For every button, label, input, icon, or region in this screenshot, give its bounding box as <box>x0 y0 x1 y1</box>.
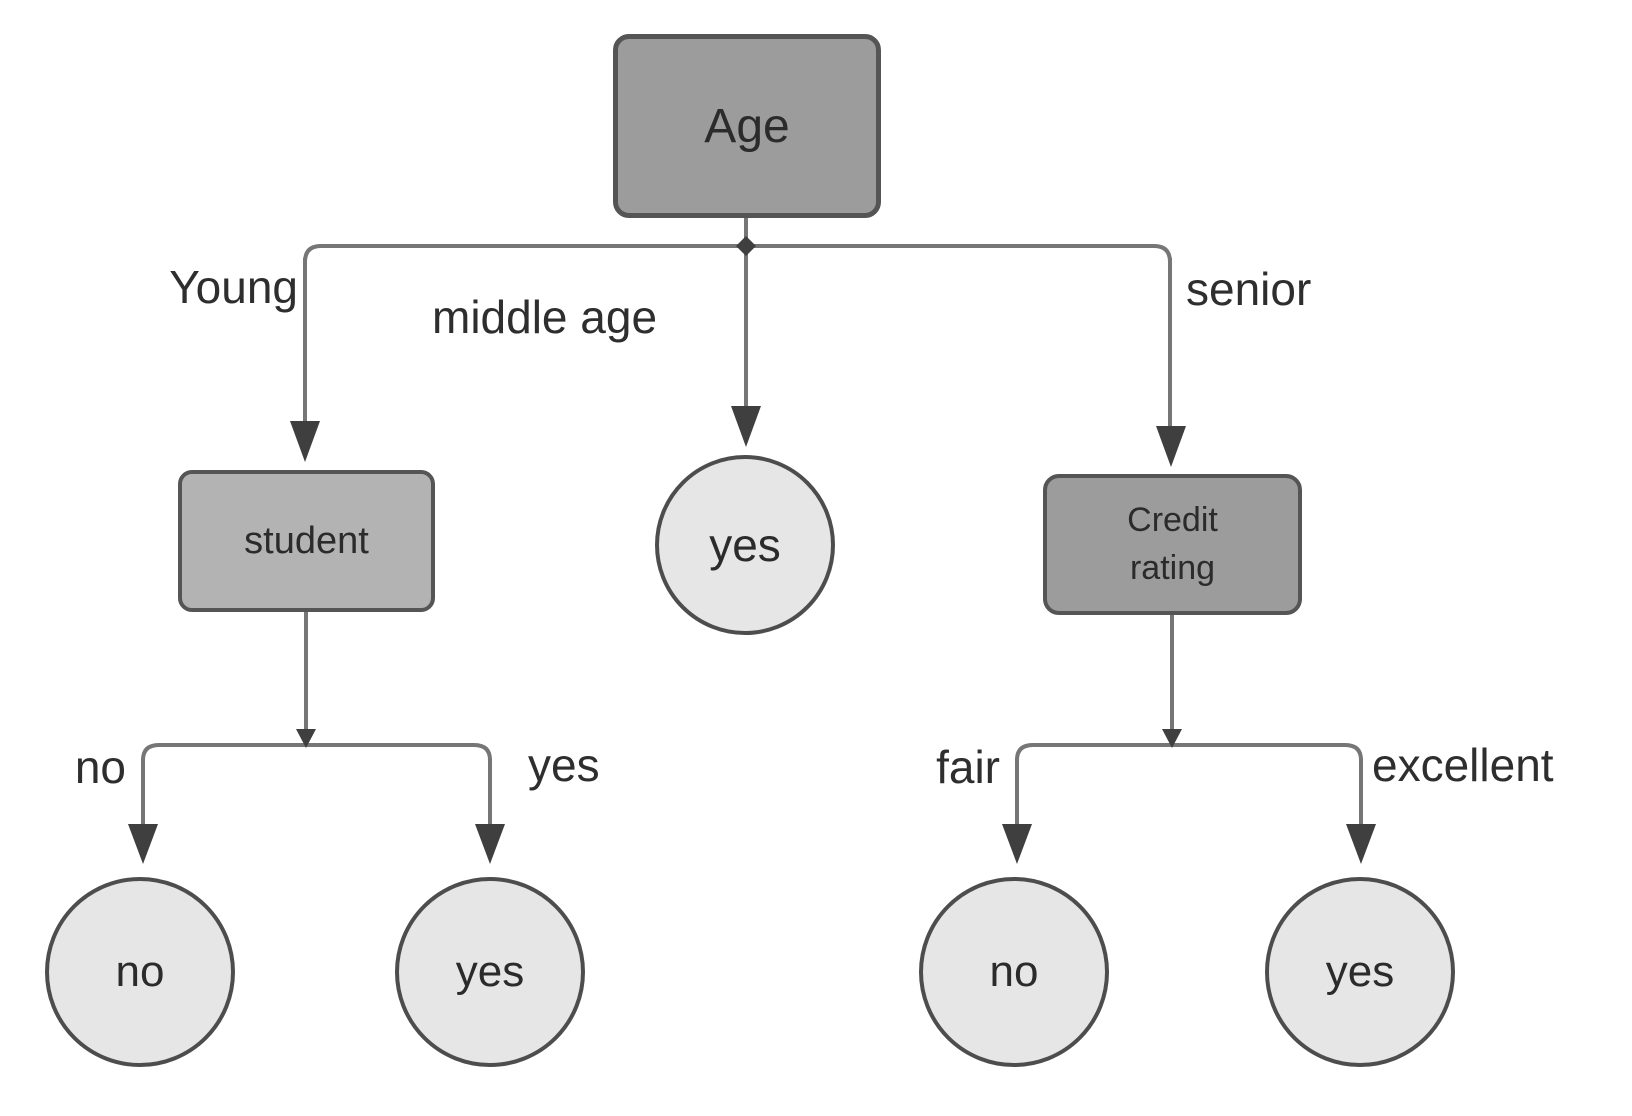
edge-label-excellent: excellent <box>1372 739 1554 791</box>
junction-student <box>296 729 316 748</box>
node-age-label: Age <box>704 99 790 153</box>
leaf-credit-no: no <box>919 877 1109 1067</box>
arrowhead-middle-age <box>731 406 761 447</box>
leaf-student-yes: yes <box>395 877 585 1067</box>
node-student-label: student <box>244 519 369 562</box>
arrowhead-student-yes <box>475 824 505 864</box>
node-age: Age <box>613 34 881 218</box>
leaf-credit-no-label: no <box>989 947 1039 996</box>
edge-label-young: Young <box>169 261 298 313</box>
leaf-student-no-label: no <box>115 947 165 996</box>
arrowhead-young <box>290 421 320 462</box>
leaf-middle-yes: yes <box>655 455 835 635</box>
arrowhead-credit-fair <box>1002 824 1032 864</box>
node-student: student <box>178 470 435 612</box>
leaf-middle-yes-label: yes <box>709 519 781 571</box>
edge-label-student-no: no <box>74 741 126 793</box>
edge-age-bar <box>303 244 1172 263</box>
edge-credit-bar <box>1015 743 1363 761</box>
arrowhead-student-no <box>128 824 158 864</box>
junction-credit <box>1162 729 1182 748</box>
edge-label-fair: fair <box>936 741 1000 793</box>
leaf-credit-yes: yes <box>1265 877 1455 1067</box>
leaf-student-no: no <box>45 877 235 1067</box>
edge-label-student-yes: yes <box>528 739 600 791</box>
node-credit-rating-label: Credit rating <box>1127 500 1218 587</box>
junction-age <box>736 236 756 256</box>
edge-student-bar <box>141 743 492 761</box>
edge-label-senior: senior <box>1186 263 1312 315</box>
leaf-credit-yes-label: yes <box>1325 947 1395 996</box>
node-credit-rating: Credit rating <box>1043 474 1302 615</box>
arrowhead-credit-excellent <box>1346 824 1376 864</box>
leaf-student-yes-label: yes <box>455 947 525 996</box>
edge-label-middle-age: middle age <box>432 291 658 343</box>
arrowhead-senior <box>1156 426 1186 467</box>
